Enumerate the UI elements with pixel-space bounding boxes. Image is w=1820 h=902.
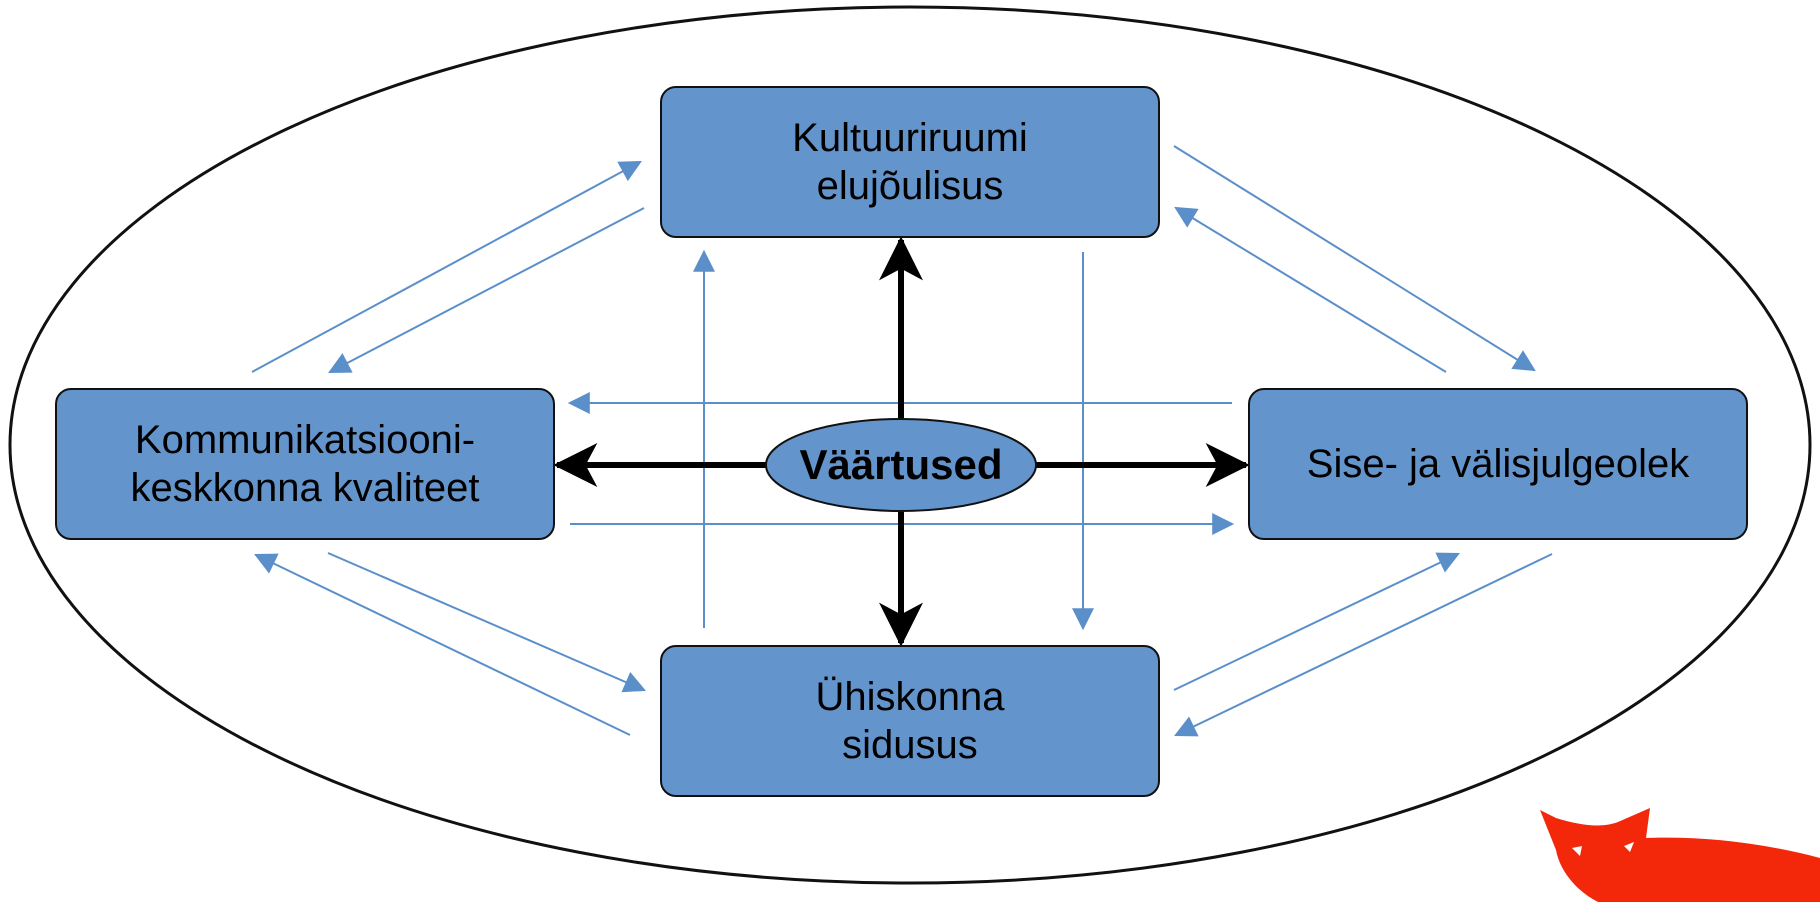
node-bottom-line2: sidusus xyxy=(842,723,978,767)
node-left-line1: Kommunikatsiooni- xyxy=(134,418,476,462)
fox-logo xyxy=(1540,808,1820,902)
node-right-line1: Sise- ja välisjulgeolek xyxy=(1306,442,1690,486)
connector-left-to-bottom xyxy=(327,552,647,693)
node-culture-space-vitality: Kultuuriruumi elujõulisus xyxy=(660,86,1160,238)
connector-left-to-top xyxy=(251,160,642,373)
node-top-line1: Kultuuriruumi xyxy=(792,116,1028,160)
outer-ellipse xyxy=(8,5,1812,885)
connector-top-to-left xyxy=(328,207,645,374)
node-society-cohesion: Ühiskonna sidusus xyxy=(660,645,1160,797)
node-communication-environment-quality: Kommunikatsiooni- keskkonna kvaliteet xyxy=(55,388,555,540)
node-internal-external-security: Sise- ja välisjulgeolek xyxy=(1248,388,1748,540)
connector-bottom-to-left xyxy=(254,553,631,736)
connector-top-to-right xyxy=(1173,145,1536,372)
node-bottom-line1: Ühiskonna xyxy=(815,675,1005,719)
node-left-line2: keskkonna kvaliteet xyxy=(130,466,480,510)
center-ellipse xyxy=(765,418,1037,512)
connector-right-to-bottom xyxy=(1174,553,1553,737)
connector-right-to-top xyxy=(1174,206,1447,373)
connector-bottom-to-right xyxy=(1173,552,1460,691)
center-values-label: Väärtused xyxy=(799,441,1003,488)
node-top-line2: elujõulisus xyxy=(816,164,1004,208)
